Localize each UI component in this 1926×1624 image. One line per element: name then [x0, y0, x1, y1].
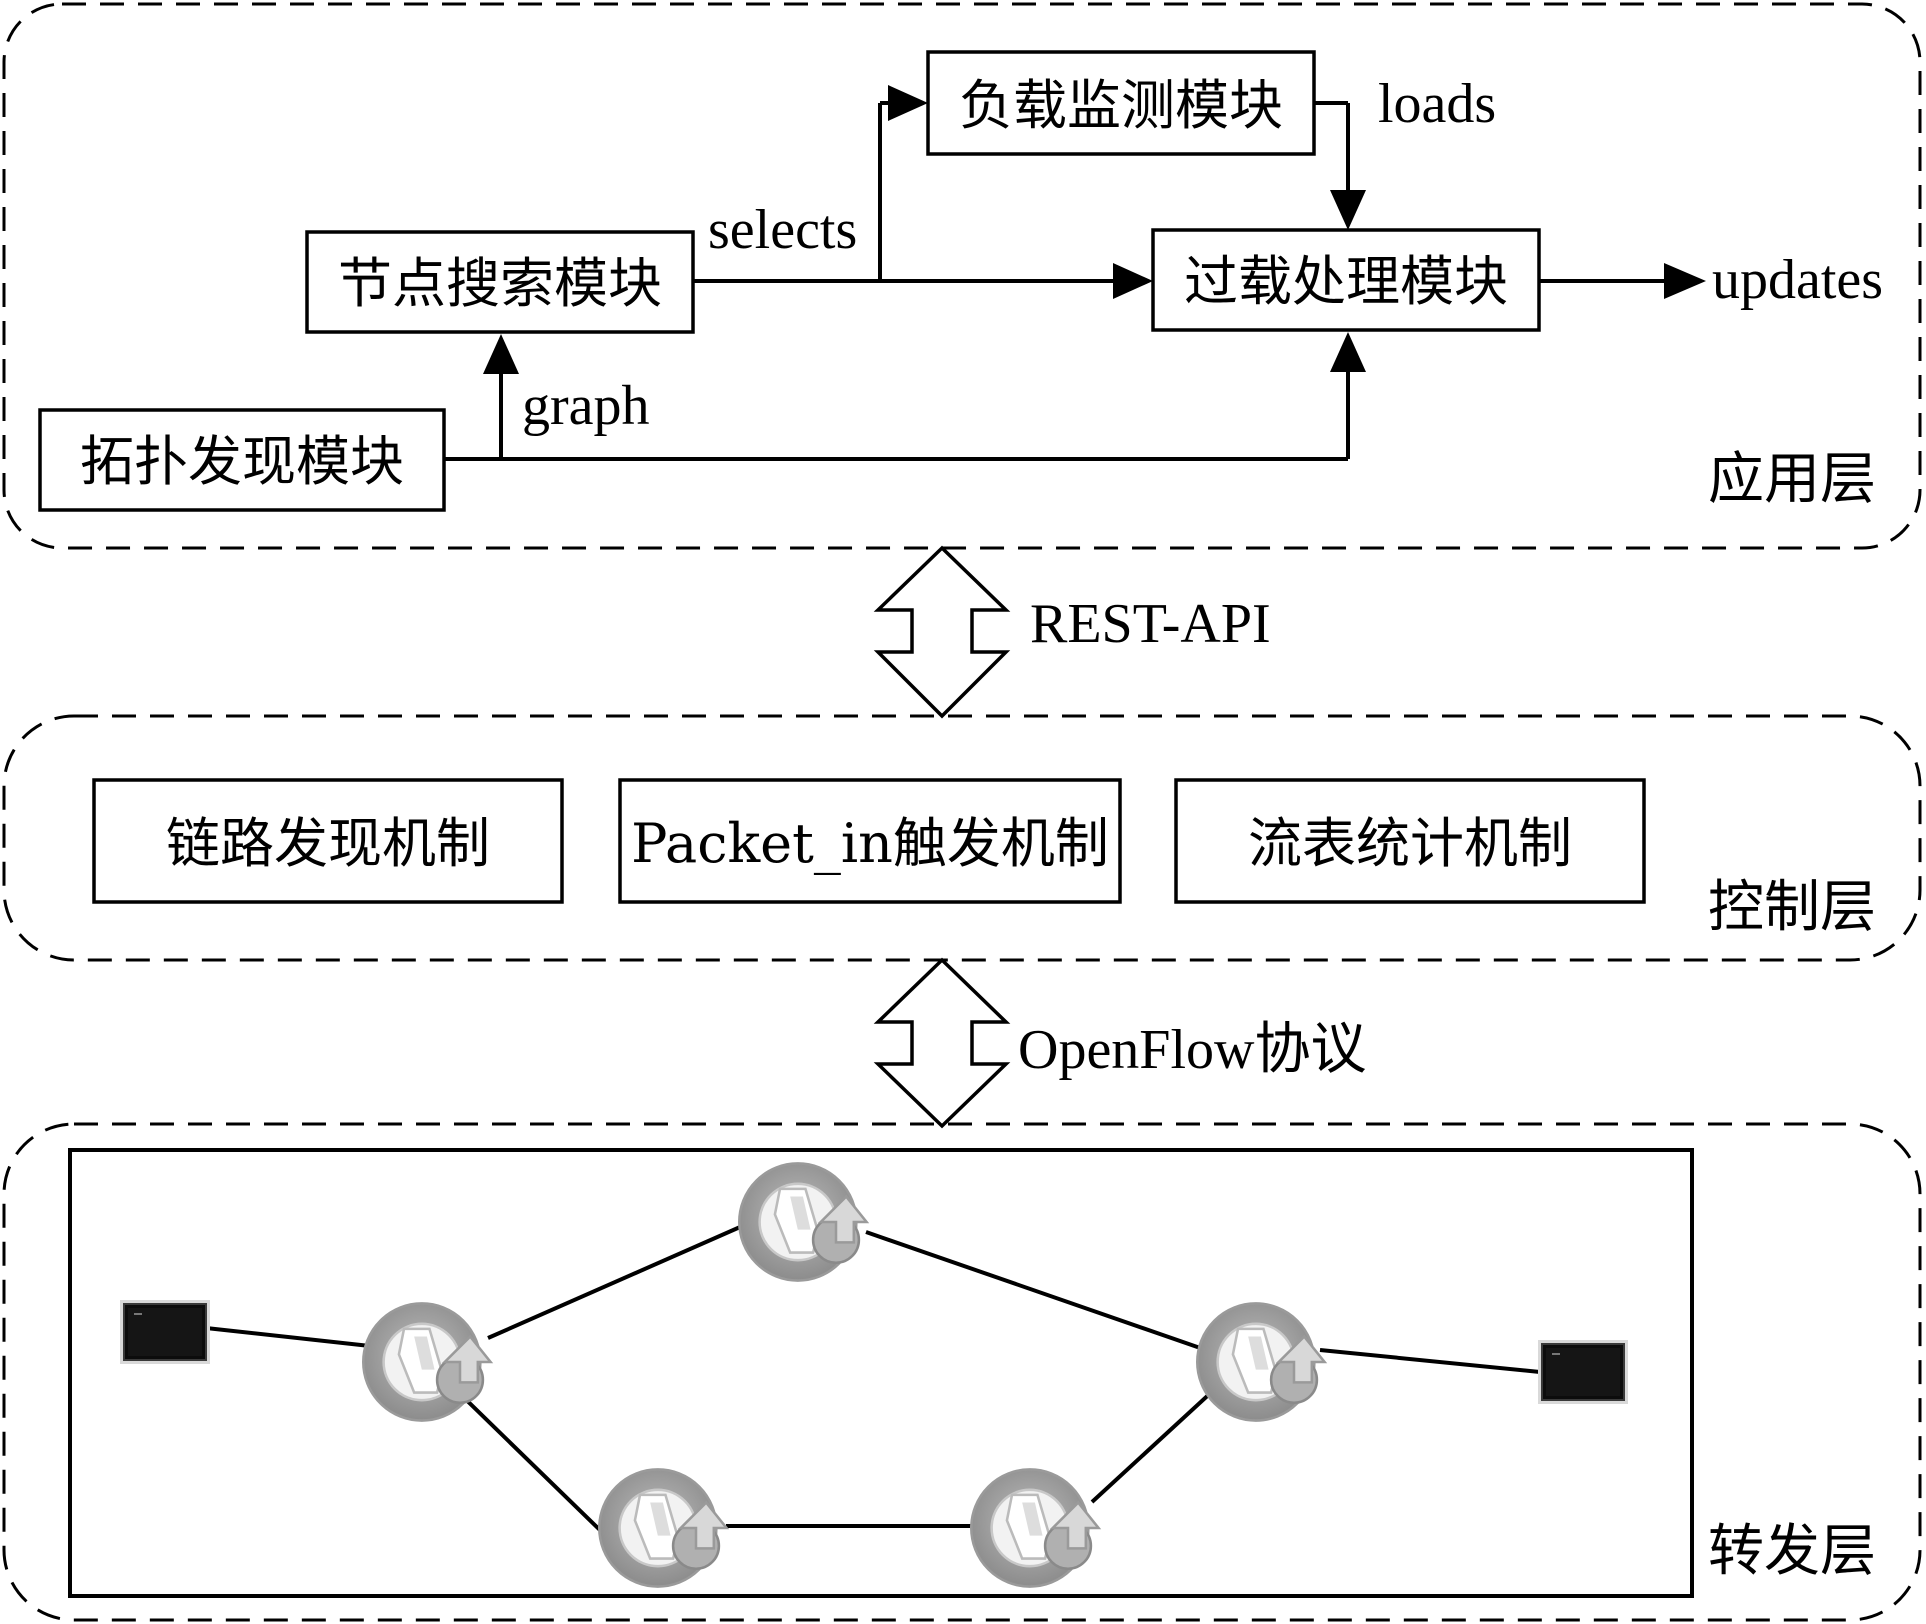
- application-layer-border: [2, 2, 1922, 550]
- packet-in-mechanism-label: Packet_in触发机制: [631, 812, 1109, 875]
- arrowhead-loads-to-overload: [1330, 190, 1366, 230]
- link-discovery-mechanism-label: 链路发现机制: [166, 812, 490, 875]
- topology-panel: [68, 1148, 1694, 1598]
- arrowhead-to-overload-left: [1113, 263, 1153, 299]
- arrowhead-to-overload-bottom: [1330, 332, 1366, 372]
- link-sw5-sw3: [1090, 1386, 1218, 1504]
- switch-router-icon: [970, 1468, 1100, 1588]
- selects-edge-label: selects: [708, 199, 857, 261]
- control-layer-label: 控制层: [1708, 875, 1876, 940]
- load-monitor-module-label: 负载监测模块: [959, 74, 1283, 137]
- switch-router-icon: [598, 1468, 728, 1588]
- link-sw1-sw2: [487, 1218, 757, 1340]
- link-sw3-host2: [1319, 1348, 1541, 1374]
- arrowhead-to-load-monitor: [888, 85, 928, 121]
- rest-api-double-arrow: [873, 545, 1011, 719]
- loads-edge-label: loads: [1378, 73, 1496, 135]
- control-layer-border: [2, 714, 1922, 962]
- topology-links: [205, 1218, 1541, 1536]
- forwarding-layer-label: 转发层: [1708, 1519, 1876, 1584]
- link-discovery-mechanism: 链路发现机制: [92, 778, 564, 904]
- packet-in-mechanism: Packet_in触发机制: [618, 778, 1122, 904]
- host-terminal-icon: [120, 1300, 210, 1364]
- topology-discovery-module-label: 拓扑发现模块: [80, 430, 404, 493]
- link-sw2-sw3: [865, 1230, 1207, 1352]
- openflow-double-arrow: [873, 957, 1011, 1129]
- updates-connector: [1539, 263, 1706, 299]
- host-terminal-icon: [1538, 1340, 1628, 1404]
- forwarding-layer-border: [2, 1122, 1922, 1622]
- link-sw1-sw4: [450, 1384, 606, 1536]
- updates-edge-label: updates: [1712, 249, 1883, 311]
- flow-stats-mechanism: 流表统计机制: [1174, 778, 1646, 904]
- rest-api-label: REST-API: [1030, 593, 1271, 655]
- flow-stats-mechanism-label: 流表统计机制: [1248, 812, 1572, 875]
- loads-connector: [1314, 101, 1366, 230]
- overload-handling-module: 过载处理模块: [1151, 228, 1541, 332]
- switch-router-icon: [1196, 1302, 1326, 1422]
- graph-edge-label: graph: [522, 375, 650, 437]
- node-search-module: 节点搜索模块: [305, 230, 695, 334]
- switch-router-icon: [738, 1162, 868, 1282]
- arrowhead-updates: [1664, 263, 1706, 299]
- overload-handling-module-label: 过载处理模块: [1184, 250, 1508, 313]
- node-search-module-label: 节点搜索模块: [338, 252, 662, 315]
- application-layer-label: 应用层: [1708, 447, 1876, 512]
- load-monitor-module: 负载监测模块: [926, 50, 1316, 156]
- openflow-label: OpenFlow协议: [1018, 1019, 1366, 1081]
- selects-connector: [693, 85, 1153, 299]
- topology-discovery-module: 拓扑发现模块: [38, 408, 446, 512]
- link-host1-sw1: [205, 1326, 371, 1348]
- arrowhead-to-node-search: [483, 334, 519, 374]
- graph-connector: [444, 332, 1366, 461]
